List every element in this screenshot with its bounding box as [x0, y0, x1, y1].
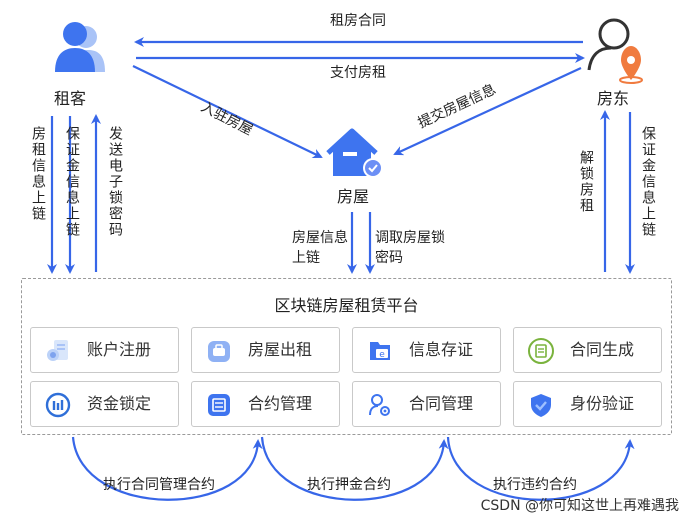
module-contract-manage[interactable]: 合约管理 [191, 381, 340, 427]
account-register-icon [47, 340, 68, 361]
house-rent-icon [208, 341, 230, 362]
module-label: 合同生成 [570, 340, 635, 359]
module-account-register[interactable]: 账户注册 [30, 327, 179, 373]
edge-label-rent-contract: 租房合同 [330, 13, 386, 29]
edge-label-rent-info: 房租信息上链 [30, 126, 46, 222]
edge-label-get-password: 调取房屋锁密码 [375, 230, 445, 266]
module-label: 账户注册 [87, 340, 152, 359]
landlord-user-icon [587, 18, 643, 84]
edge-label-unlock: 解锁房租 [578, 150, 594, 214]
platform-title: 区块链房屋租赁平台 [274, 296, 419, 315]
identity-verify-icon [531, 394, 551, 417]
house-icon [326, 128, 383, 178]
loop-deposit [260, 436, 449, 501]
loop-label-deposit: 执行押金合约 [307, 477, 391, 493]
module-label: 信息存证 [409, 340, 474, 359]
loop-breach [446, 436, 635, 501]
info-evidence-icon: e [370, 342, 390, 360]
contract-generate-icon [528, 338, 554, 364]
contract-admin-icon [369, 394, 390, 416]
edge-label-deposit-landlord: 保证金信息上链 [640, 126, 656, 238]
loop-label-breach: 执行违约合约 [493, 477, 577, 493]
edge-move-in [132, 65, 323, 159]
module-contract-admin[interactable]: 合同管理 [352, 381, 501, 427]
tenant-user-icon [55, 22, 105, 72]
edge-label-deposit-tenant: 保证金信息上链 [64, 126, 80, 238]
module-label: 合同管理 [409, 394, 474, 413]
module-label: 合约管理 [248, 394, 313, 413]
svg-text:e: e [379, 350, 385, 360]
edge-label-pay-rent: 支付房租 [330, 65, 386, 81]
fund-lock-icon [45, 392, 71, 418]
edge-submit-info [393, 67, 582, 156]
module-contract-generate[interactable]: 合同生成 [513, 327, 662, 373]
contract-manage-icon [208, 394, 230, 416]
house-label: 房屋 [337, 187, 370, 206]
loop-label-contract-management: 执行合同管理合约 [103, 477, 215, 493]
module-house-rent[interactable]: 房屋出租 [191, 327, 340, 373]
edge-label-send-password: 发送电子锁密码 [107, 126, 123, 238]
edge-label-house-info: 房屋信息上链 [292, 230, 348, 266]
module-fund-lock[interactable]: 资金锁定 [30, 381, 179, 427]
loop-contract-management [71, 436, 263, 501]
watermark: CSDN @你可知这世上再难遇我 [480, 498, 679, 514]
module-info-evidence[interactable]: e 信息存证 [352, 327, 501, 373]
platform-box [21, 278, 672, 435]
landlord-label: 房东 [597, 89, 630, 108]
module-label: 房屋出租 [248, 340, 313, 359]
module-label: 资金锁定 [87, 394, 152, 413]
module-label: 身份验证 [570, 394, 635, 413]
module-identity-verify[interactable]: 身份验证 [513, 381, 662, 427]
tenant-label: 租客 [54, 89, 87, 108]
